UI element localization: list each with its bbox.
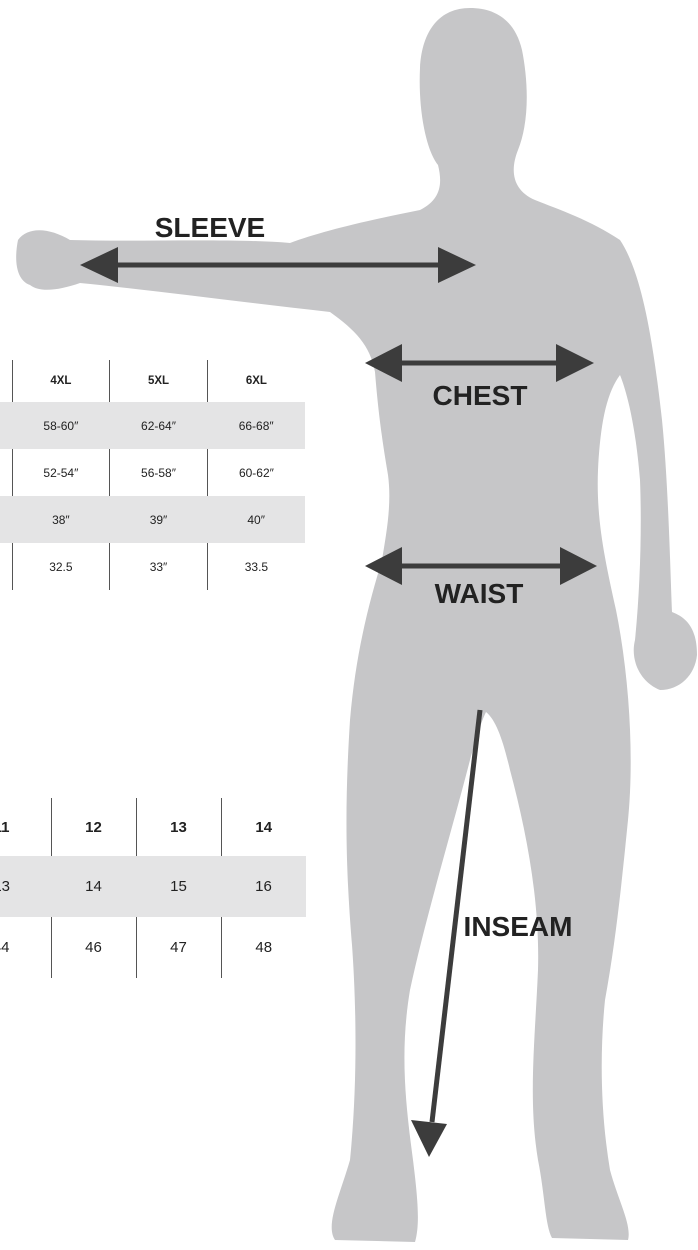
apparel-cell xyxy=(0,402,12,449)
apparel-cell: 40″ xyxy=(207,496,305,543)
silhouette-body xyxy=(16,8,697,1242)
apparel-row: 58-60″ 62-64″ 66-68″ xyxy=(0,402,305,449)
shoe-row: 44 46 47 48 xyxy=(0,917,306,978)
apparel-cell: 62-64″ xyxy=(110,402,208,449)
waist-label: WAIST xyxy=(435,578,524,609)
apparel-cell: 33.5 xyxy=(207,543,305,590)
shoe-cell: 48 xyxy=(221,917,306,978)
apparel-cell xyxy=(0,496,12,543)
apparel-cell: 39″ xyxy=(110,496,208,543)
apparel-header: 4XL xyxy=(12,360,110,402)
shoe-row: 13 14 15 16 xyxy=(0,856,306,917)
shoe-header-row: 11 12 13 14 xyxy=(0,798,306,856)
apparel-cell: 58-60″ xyxy=(12,402,110,449)
shoe-size-table: 11 12 13 14 13 14 15 16 44 46 47 48 xyxy=(0,798,306,978)
shoe-header: 11 xyxy=(0,798,51,856)
shoe-cell: 46 xyxy=(51,917,136,978)
apparel-cell xyxy=(0,449,12,496)
apparel-header-row: 4XL 5XL 6XL xyxy=(0,360,305,402)
shoe-cell: 16 xyxy=(221,856,306,917)
apparel-row: 32.5 33″ 33.5 xyxy=(0,543,305,590)
apparel-cell: 66-68″ xyxy=(207,402,305,449)
sleeve-label: SLEEVE xyxy=(155,212,265,243)
apparel-cell: 56-58″ xyxy=(110,449,208,496)
shoe-cell: 44 xyxy=(0,917,51,978)
apparel-cell: 52-54″ xyxy=(12,449,110,496)
apparel-header: 6XL xyxy=(207,360,305,402)
inseam-label: INSEAM xyxy=(464,911,573,942)
apparel-cell: 32.5 xyxy=(12,543,110,590)
shoe-cell: 13 xyxy=(0,856,51,917)
chest-label: CHEST xyxy=(433,380,528,411)
shoe-header: 14 xyxy=(221,798,306,856)
shoe-header: 12 xyxy=(51,798,136,856)
shoe-cell: 15 xyxy=(136,856,221,917)
shoe-header: 13 xyxy=(136,798,221,856)
apparel-cell xyxy=(0,543,12,590)
apparel-row: 38″ 39″ 40″ xyxy=(0,496,305,543)
apparel-cell: 60-62″ xyxy=(207,449,305,496)
apparel-size-table: 4XL 5XL 6XL 58-60″ 62-64″ 66-68″ 52-54″ … xyxy=(0,360,305,590)
apparel-header: 5XL xyxy=(110,360,208,402)
human-silhouette xyxy=(16,8,697,1242)
apparel-row: 52-54″ 56-58″ 60-62″ xyxy=(0,449,305,496)
apparel-cell: 38″ xyxy=(12,496,110,543)
shoe-cell: 47 xyxy=(136,917,221,978)
apparel-cell xyxy=(0,360,12,402)
shoe-cell: 14 xyxy=(51,856,136,917)
apparel-cell: 33″ xyxy=(110,543,208,590)
